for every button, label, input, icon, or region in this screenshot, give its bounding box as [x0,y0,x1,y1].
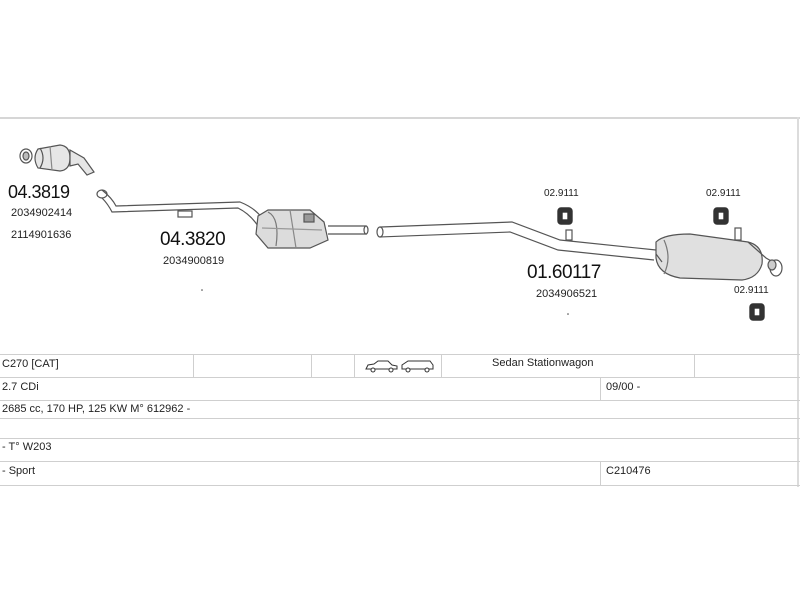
rear-pipe-drawing[interactable] [376,221,657,261]
vehicle-type: - T° W203 [2,441,52,453]
dot-marker [567,313,569,315]
frame-top-border [0,117,800,119]
table-row-divider [0,438,800,439]
table-row-divider [0,418,800,419]
vehicle-date-range: 09/00 - [606,381,641,393]
hanger-part-number[interactable]: 02.9111 [734,285,769,296]
table-col-divider [193,354,194,377]
table-row-divider [0,377,800,378]
ref-number: 2114901636 [11,229,72,241]
part-number-front-catalyst[interactable]: 04.3819 [8,182,70,202]
ref-number: 2034906521 [536,288,598,300]
car-body-icon [365,360,434,373]
hanger-part-number[interactable]: 02.9111 [706,188,741,199]
hanger-icon[interactable] [713,207,729,225]
vehicle-model: C270 [CAT] [2,358,59,370]
exhaust-diagram [19,144,783,321]
vehicle-specs: 2685 cc, 170 HP, 125 KW M° 612962 - [2,403,191,415]
hanger-icon[interactable] [557,207,573,225]
vehicle-code: C210476 [606,465,651,477]
part-number-mid-catalyst[interactable]: 04.3820 [160,229,226,250]
table-row-divider [0,400,800,401]
front-pipe-drawing[interactable] [96,189,263,227]
hanger-part-number[interactable]: 02.9111 [544,188,579,199]
frame-right-border [797,117,799,487]
rear-muffler-drawing[interactable] [655,227,783,281]
mid-catalyst-drawing[interactable] [255,209,369,249]
front-catalyst-drawing[interactable] [19,144,95,176]
table-col-divider [354,354,355,377]
table-row-divider [0,354,800,355]
table-col-divider [600,461,601,485]
table-col-divider [694,354,695,377]
vehicle-trim: - Sport [2,465,36,477]
ref-number: 2034902414 [11,207,73,219]
table-col-divider [441,354,442,377]
table-col-divider [311,354,312,377]
ref-number: 2034900819 [163,255,225,267]
table-row-divider [0,485,800,486]
dot-marker [201,289,203,291]
part-number-rear-pipe[interactable]: 01.60117 [527,262,601,283]
table-row-divider [0,461,800,462]
hanger-icon[interactable] [749,303,765,321]
vehicle-body-types: Sedan Stationwagon [492,357,594,369]
table-col-divider [600,377,601,400]
vehicle-engine: 2.7 CDi [2,381,39,393]
